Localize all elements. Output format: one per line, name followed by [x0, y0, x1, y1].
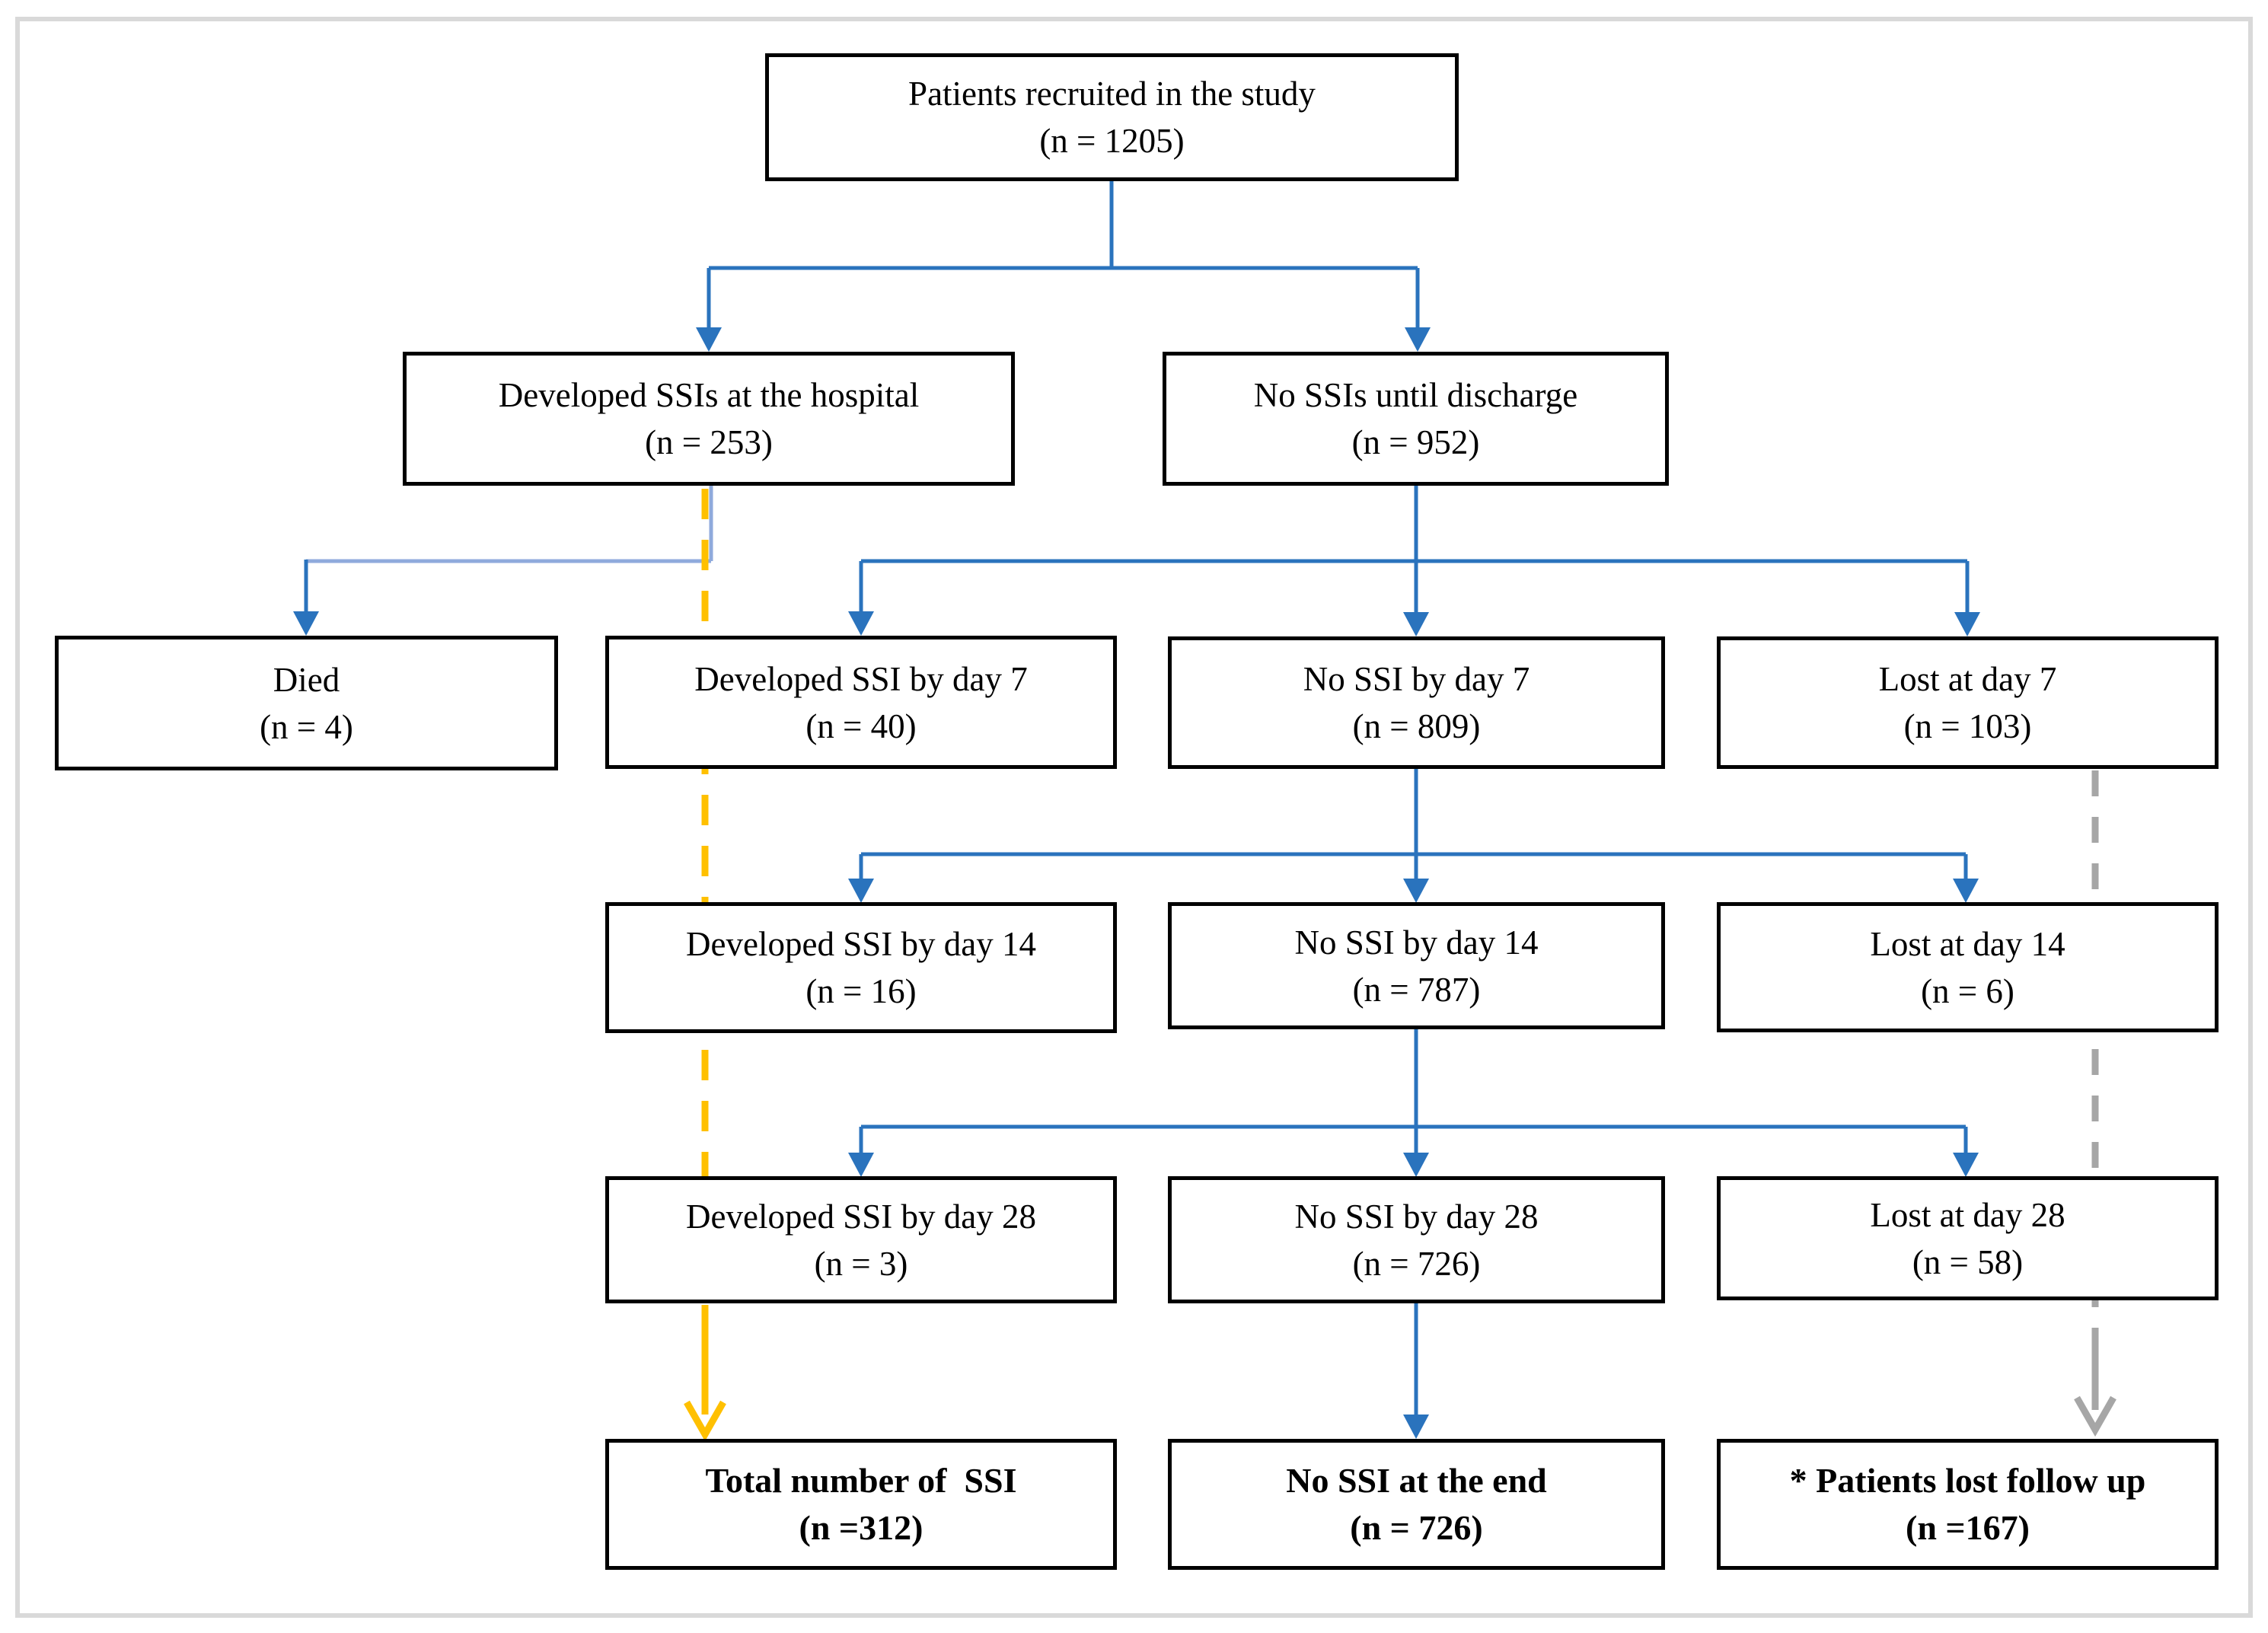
node-count: (n = 4)	[260, 707, 353, 746]
node-developed-ssi-day14: Developed SSI by day 14 (n = 16)	[605, 902, 1117, 1033]
node-lost-day28: Lost at day 28 (n = 58)	[1717, 1176, 2219, 1300]
node-died: Died (n = 4)	[55, 636, 558, 770]
node-no-ssi-day14: No SSI by day 14 (n = 787)	[1168, 902, 1665, 1029]
node-count: (n = 726)	[1352, 1244, 1481, 1283]
node-total-ssi: Total number of SSI (n =312)	[605, 1439, 1117, 1570]
node-developed-ssi-hospital: Developed SSIs at the hospital (n = 253)	[403, 352, 1015, 486]
node-label: Lost at day 14	[1870, 924, 2065, 963]
arrowhead-no-day7	[1403, 612, 1429, 636]
node-label: No SSI by day 7	[1303, 660, 1530, 698]
arrowhead-no-day28	[1403, 1153, 1429, 1177]
node-label: No SSI at the end	[1286, 1461, 1547, 1500]
node-patients-lost-followup: * Patients lost follow up (n =167)	[1717, 1439, 2219, 1570]
node-label: Developed SSI by day 28	[686, 1197, 1036, 1236]
node-label: Total number of SSI	[705, 1461, 1017, 1500]
node-count: (n = 952)	[1351, 423, 1480, 461]
arrowhead-lost-day28	[1953, 1153, 1979, 1177]
arrowhead-died	[293, 611, 319, 636]
node-label: Developed SSIs at the hospital	[498, 376, 920, 414]
arrowhead-lost-day14	[1953, 879, 1979, 903]
arrowhead-dev-day7	[848, 611, 874, 636]
arrowhead-lost-day7	[1954, 612, 1980, 636]
node-count: (n = 809)	[1352, 707, 1481, 745]
arrowhead-no-discharge	[1405, 327, 1431, 352]
arrowhead-dev-day28	[848, 1153, 874, 1177]
node-no-ssi-until-discharge: No SSIs until discharge (n = 952)	[1163, 352, 1669, 486]
node-label: * Patients lost follow up	[1789, 1461, 2146, 1500]
node-label: Lost at day 7	[1878, 660, 2057, 698]
node-count: (n = 6)	[1921, 971, 2014, 1010]
node-label: Patients recruited in the study	[908, 75, 1316, 113]
arrowhead-dev-hospital	[696, 327, 722, 352]
node-count: (n = 726)	[1350, 1508, 1483, 1547]
node-lost-day14: Lost at day 14 (n = 6)	[1717, 902, 2219, 1032]
node-no-ssi-day28: No SSI by day 28 (n = 726)	[1168, 1176, 1665, 1303]
node-developed-ssi-day28: Developed SSI by day 28 (n = 3)	[605, 1176, 1117, 1303]
node-count: (n = 103)	[1903, 707, 2032, 745]
node-lost-day7: Lost at day 7 (n = 103)	[1717, 636, 2219, 769]
node-count: (n = 40)	[805, 706, 917, 745]
node-count: (n = 58)	[1912, 1242, 2024, 1281]
node-patients-recruited: Patients recruited in the study (n = 120…	[765, 53, 1459, 181]
node-count: (n =167)	[1906, 1508, 2030, 1547]
node-count: (n = 253)	[645, 423, 773, 461]
node-count: (n = 16)	[805, 972, 917, 1010]
node-count: (n = 3)	[814, 1244, 908, 1283]
node-label: Died	[273, 660, 340, 699]
arrowhead-lost-followup	[2074, 1395, 2116, 1437]
arrowhead-no-ssi-end	[1403, 1415, 1429, 1439]
node-label: No SSI by day 28	[1294, 1197, 1539, 1236]
node-no-ssi-at-end: No SSI at the end (n = 726)	[1168, 1439, 1665, 1570]
node-label: Lost at day 28	[1870, 1195, 2065, 1234]
node-label: No SSI by day 14	[1294, 923, 1539, 962]
node-label: No SSIs until discharge	[1253, 376, 1578, 414]
node-label: Developed SSI by day 7	[694, 659, 1028, 698]
arrowhead-total-ssi	[684, 1400, 726, 1442]
node-no-ssi-day7: No SSI by day 7 (n = 809)	[1168, 636, 1665, 769]
node-developed-ssi-day7: Developed SSI by day 7 (n = 40)	[605, 636, 1117, 769]
node-count: (n = 787)	[1352, 970, 1481, 1009]
node-count: (n =312)	[799, 1508, 923, 1547]
outer-border	[15, 17, 2253, 1618]
arrowhead-no-day14	[1403, 879, 1429, 903]
node-label: Developed SSI by day 14	[686, 925, 1036, 963]
node-count: (n = 1205)	[1039, 122, 1185, 160]
arrowhead-dev-day14	[848, 879, 874, 903]
